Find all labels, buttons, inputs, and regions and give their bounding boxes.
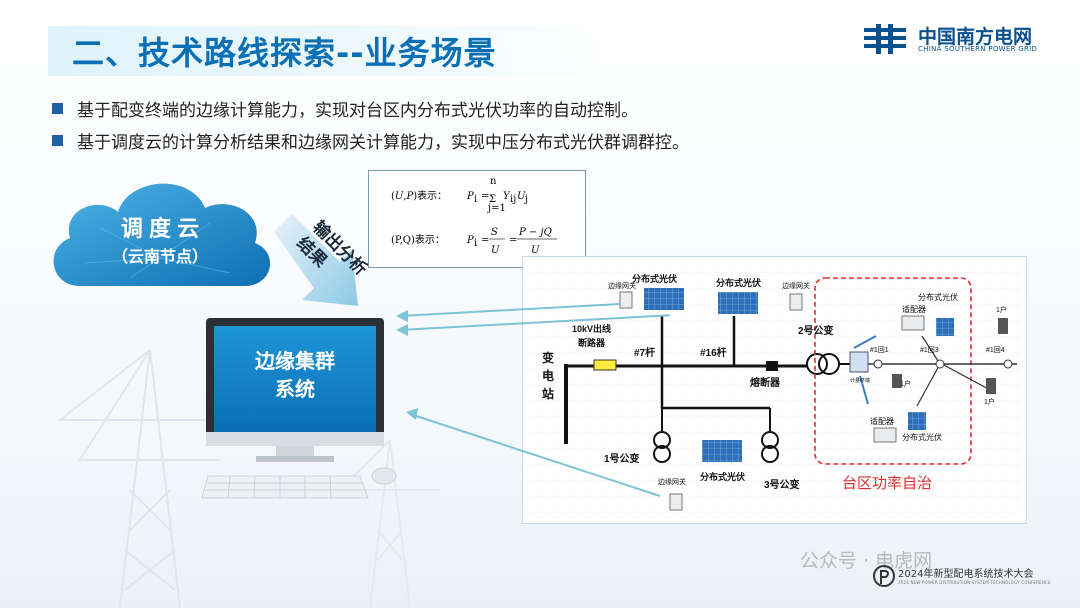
transformer-1-label: 1号公变 (604, 452, 640, 465)
mouse (371, 467, 397, 485)
svg-text:n: n (490, 176, 497, 187)
adapter-label: 适配器 (902, 304, 926, 314)
computer-line2: 系统 (275, 377, 315, 401)
keyboard (201, 475, 369, 499)
svg-text:S: S (491, 227, 498, 238)
substation-char: 站 (542, 386, 554, 401)
pv-panel (702, 440, 742, 462)
svg-text:Σ: Σ (489, 194, 496, 205)
substation-char: 电 (542, 368, 554, 383)
gateway-label: 边缘网关 (658, 477, 686, 486)
logo-text-en: CHINA SOUTHERN POWER GRID (918, 45, 1038, 53)
pv-panel (936, 318, 954, 336)
substation-char: 变 (542, 350, 554, 365)
svg-text:P: P (466, 191, 474, 202)
logo-text-cn: 中国南方电网 (918, 26, 1033, 48)
loop-label: #1回1 (870, 346, 889, 354)
household-label: 1户 (996, 305, 1007, 314)
pv-label: 分布式光伏 (716, 277, 761, 288)
transformer-1-symbol (653, 431, 671, 463)
watermark-text: 公众号 · 电虎网 (800, 550, 933, 572)
svg-text:U: U (517, 191, 526, 202)
pv-label-zone: 分布式光伏 (902, 432, 942, 442)
transformer-2-label: 2号公变 (798, 324, 834, 337)
svg-text:=: = (481, 235, 489, 246)
zone-label: 台区功率自治 (842, 475, 932, 492)
svg-text:P: P (466, 235, 474, 246)
bullet-square-icon (52, 103, 63, 114)
page-title: 二、技术路线探索--业务场景 (72, 34, 497, 72)
svg-text:j: j (524, 194, 528, 205)
pole-16-label: #16杆 (700, 346, 727, 359)
pole-7-label: #7杆 (634, 346, 655, 359)
fuse-label: 熔断器 (750, 376, 781, 389)
svg-text:U: U (491, 245, 500, 256)
household-meter (892, 374, 902, 388)
household-meter (986, 378, 996, 394)
svg-text:i: i (474, 194, 477, 205)
zone-boundary (814, 277, 972, 465)
cloud-subtitle: （云南节点） (112, 247, 208, 266)
gateway-label: 边缘网关 (608, 281, 636, 290)
conference-logo-icon (873, 565, 895, 587)
meter-terminal (849, 351, 869, 373)
distribution-diagram: 变 电 站 10kV出线 断路器 #7杆 #16杆 熔断器 分布式光伏 分布式光… (526, 260, 1022, 518)
bullet-item: 基于调度云的计算分析结果和边缘网关计算能力，实现中压分布式光伏群调群控。 (52, 128, 689, 153)
formula-box: (U,P)表示： P i = Σ n j=1 Y ij U j (P,Q)表示：… (368, 170, 586, 268)
household-meter (998, 318, 1008, 334)
csg-logo (864, 24, 906, 54)
adapter-label: 适配器 (870, 416, 894, 426)
svg-text:U: U (531, 245, 540, 256)
household-label: 1户 (900, 379, 911, 388)
breaker-label: 断路器 (578, 337, 606, 348)
computer-line1: 边缘集群 (254, 349, 335, 373)
transformer-3-label: 3号公变 (764, 478, 800, 491)
bullet-item: 基于配变终端的边缘计算能力，实现对台区内分布式光伏功率的自动控制。 (52, 96, 638, 121)
svg-text:Y: Y (503, 191, 511, 202)
breaker-label: 10kV出线 (572, 323, 611, 334)
transformer-3-symbol (761, 431, 779, 463)
pv-label-zone: 分布式光伏 (918, 292, 958, 302)
pv-label: 分布式光伏 (700, 471, 745, 482)
edge-cluster-computer: 边缘集群 系统 (201, 318, 397, 499)
svg-text:(U,P)表示：: (U,P)表示： (391, 189, 447, 202)
pv-panel (908, 412, 926, 430)
svg-text:P − jQ: P − jQ (518, 227, 552, 238)
dispatch-cloud: 调 度 云 （云南节点） (53, 183, 271, 286)
pv-label: 分布式光伏 (632, 273, 677, 284)
pv-panel (644, 288, 684, 310)
edge-gateway-device (669, 493, 683, 511)
conference-name: 2024年新型配电系统技术大会 (898, 569, 1034, 580)
adapter-device (901, 315, 925, 331)
svg-text:i: i (474, 238, 477, 249)
pylon-background (57, 349, 240, 608)
output-arrow: 输出分析 结果 (274, 214, 371, 306)
edge-gateway-device (619, 291, 633, 309)
bullet-square-icon (52, 135, 63, 146)
household-label: 1户 (984, 397, 995, 406)
pv-panel (718, 292, 758, 314)
fuse-symbol (766, 361, 778, 371)
breaker-symbol (593, 359, 617, 371)
cloud-title: 调 度 云 (121, 216, 199, 241)
svg-text:=: = (509, 235, 517, 246)
conference-name-en: 2024 NEW POWER DISTRIBUTION SYSTEM TECHN… (898, 580, 1051, 585)
adapter-device (873, 427, 897, 443)
transformer-2-symbol (806, 353, 828, 375)
loop-label: #1回3 (920, 346, 939, 354)
link-lines (396, 303, 670, 497)
svg-text:=: = (481, 191, 489, 202)
meter-label: 计量终端 (850, 377, 870, 384)
loop-label: #1回4 (986, 346, 1005, 354)
edge-gateway-device (789, 293, 803, 311)
svg-text:(P,Q)表示：: (P,Q)表示： (391, 233, 445, 246)
svg-text:j=1: j=1 (487, 203, 506, 214)
svg-text:ij: ij (510, 194, 516, 205)
title-band (48, 26, 608, 76)
gateway-label: 边缘网关 (782, 281, 810, 290)
